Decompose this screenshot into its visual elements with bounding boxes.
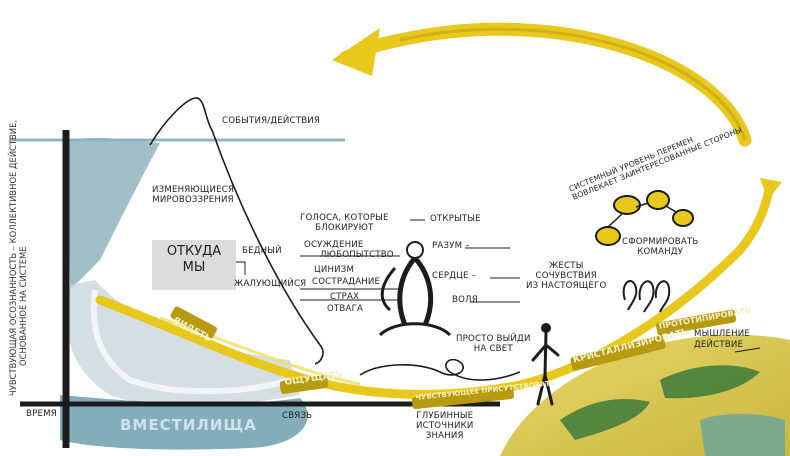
form-team-line-2: КОМАНДУ xyxy=(637,246,684,257)
thinking-label: МЫШЛЕНИЕ xyxy=(694,329,750,339)
open-label: ОТКРЫТЫЕ xyxy=(430,214,481,224)
fear-label: СТРАХ xyxy=(330,292,360,302)
connection-label: СВЯЗЬ xyxy=(282,411,313,421)
poor-label: БЕДНЫЙ xyxy=(242,246,282,256)
changing-worldviews-line-1: ИЗМЕНЯЮЩИЕСЯ xyxy=(152,185,235,195)
meditating-figure xyxy=(378,241,452,337)
step-out-label: ПРОСТО ВЫЙДИ НА СВЕТ xyxy=(456,334,531,355)
gestures-line-1: ЖЕСТЫ xyxy=(548,261,584,271)
mind-label: РАЗУМ – xyxy=(432,241,470,251)
form-team-label: СФОРМИРОВАТЬ КОМАНДУ xyxy=(622,237,699,258)
deep-sources-line-3: ЗНАНИЯ xyxy=(425,430,464,441)
presencing-loop xyxy=(359,358,521,381)
voices-line-1: ГОЛОСА, КОТОРЫЕ xyxy=(300,213,389,223)
vertical-axis-line-1: ЧУВСТВУЮЩАЯ ОСОЗНАННОСТЬ – КОЛЛЕКТИВНОЕ … xyxy=(8,119,18,396)
deep-sources-label: ГЛУБИННЫЕ ИСТОЧНИКИ ЗНАНИЯ xyxy=(416,411,474,442)
walking-figure xyxy=(531,323,560,406)
vertical-axis-line-2: ОСНОВАННОЕ НА СИСТЕМЕ xyxy=(18,246,28,366)
will-label: ВОЛЯ xyxy=(452,295,478,305)
heart-label: СЕРДЦЕ – xyxy=(432,271,477,281)
form-team-line-1: СФОРМИРОВАТЬ xyxy=(622,237,699,247)
band-backgrounds xyxy=(170,306,737,410)
origin-box: ОТКУДА МЫ xyxy=(152,240,236,290)
compassion-label: СОСТРАДАНИЕ xyxy=(312,277,381,287)
together-label: ВМЕСТИЛИЩА xyxy=(120,416,257,434)
cynicism-label: ЦИНИЗМ xyxy=(314,265,355,275)
deep-sources-line-2: ИСТОЧНИКИ xyxy=(416,420,474,431)
changing-worldviews-label: ИЗМЕНЯЮЩИЕСЯ МИРОВОЗЗРЕНИЯ xyxy=(152,185,235,206)
u-band-arrow-head xyxy=(760,178,782,200)
return-arrow-head xyxy=(332,28,380,76)
origin-line-1: ОТКУДА xyxy=(166,244,222,259)
origin-line-2: МЫ xyxy=(182,259,206,275)
u-band xyxy=(95,178,782,399)
return-arrow xyxy=(332,22,752,147)
changing-worldviews-line-2: МИРОВОЗЗРЕНИЯ xyxy=(152,194,234,205)
step-out-line-1: ПРОСТО ВЫЙДИ xyxy=(456,334,531,344)
gestures-line-2: СОЧУВСТВИЯ xyxy=(535,270,597,281)
earth-globe xyxy=(500,334,790,456)
gestures-label: ЖЕСТЫ СОЧУВСТВИЯ ИЗ НАСТОЯЩЕГО xyxy=(526,261,607,292)
mountain-outline xyxy=(149,97,324,365)
voices-label: ГОЛОСА, КОТОРЫЕ БЛОКИРУЮТ xyxy=(300,213,389,234)
stakeholder-ovals xyxy=(595,190,694,246)
action-label: ДЕЙСТВИЕ xyxy=(694,340,744,350)
events-label: СОБЫТИЯ/ДЕЙСТВИЯ xyxy=(222,116,321,126)
step-out-line-2: НА СВЕТ xyxy=(473,343,513,354)
gestures-line-3: ИЗ НАСТОЯЩЕГО xyxy=(526,280,607,291)
courage-label: ОТВАГА xyxy=(327,304,364,314)
vertical-axis-label: ЧУВСТВУЮЩАЯ ОСОЗНАННОСТЬ – КОЛЛЕКТИВНОЕ … xyxy=(8,120,28,396)
blocker-lines xyxy=(235,219,761,353)
team-figures xyxy=(622,280,671,313)
complaining-label: ЖАЛУЮЩИЙСЯ xyxy=(234,279,307,289)
voices-line-2: БЛОКИРУЮТ xyxy=(315,222,374,233)
curiosity-label: ЛЮБОПЫТСТВО xyxy=(320,250,394,260)
judgement-label: ОСУЖДЕНИЕ xyxy=(304,240,364,250)
deep-sources-line-1: ГЛУБИННЫЕ xyxy=(416,411,474,421)
time-label: ВРЕМЯ xyxy=(26,409,57,419)
